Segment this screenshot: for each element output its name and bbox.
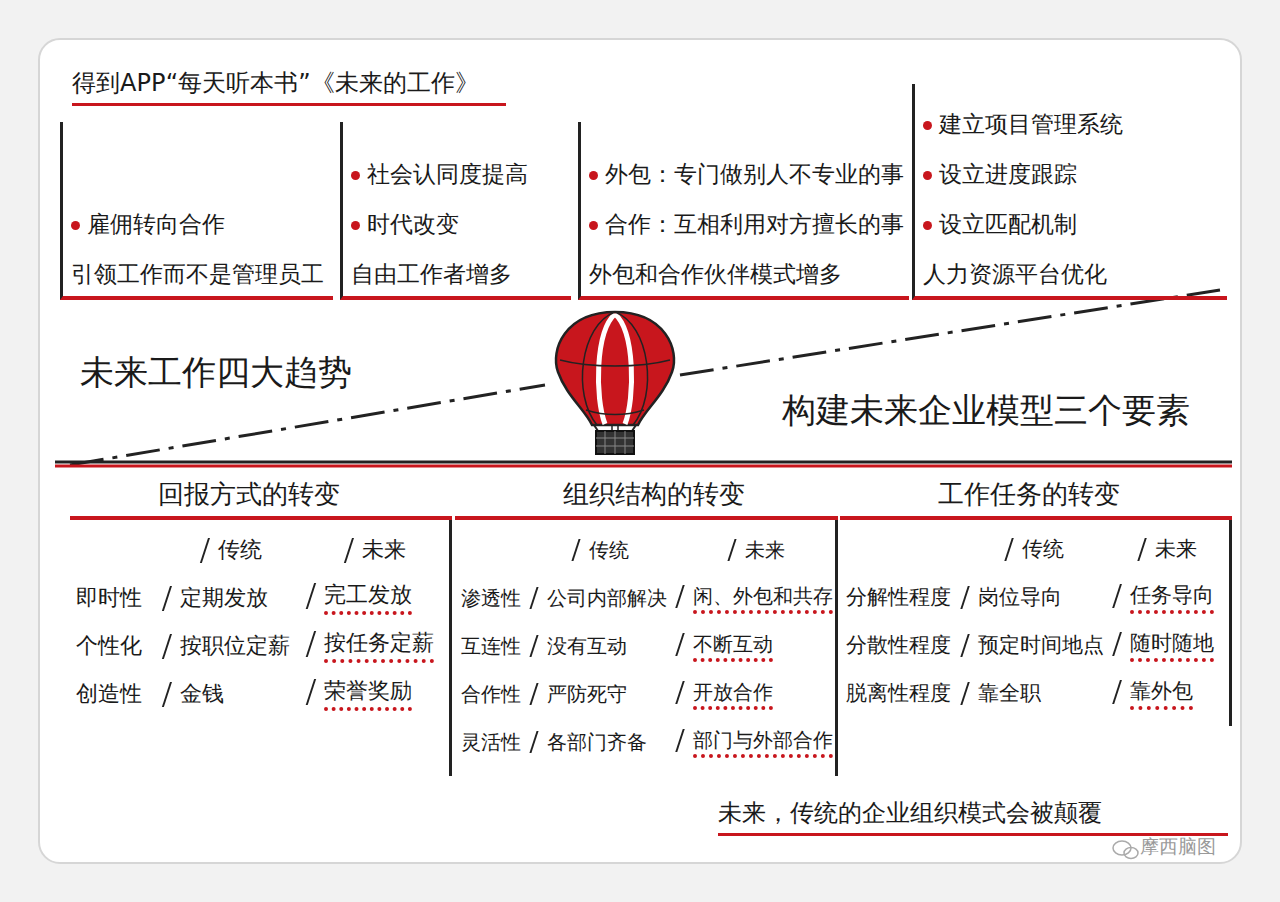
- divider-shadow: [55, 465, 1232, 468]
- bullet-point: 设立进度跟踪: [923, 160, 1223, 190]
- table-cell: 定期发放: [180, 584, 300, 613]
- table-cell: 开放合作: [693, 679, 773, 710]
- bullet-point: 社会认同度提高: [351, 160, 567, 190]
- section-label: 构建未来企业模型三个要素: [782, 388, 1190, 432]
- comparison-grid: 传统 未来即时性定期发放完工发放个性化按职位定薪按任务定薪创造性金钱荣誉奖励: [76, 526, 449, 718]
- summary-text: 人力资源平台优化: [923, 260, 1223, 290]
- section-body: 传统 未来分解性程度岗位导向任务导向分散性程度预定时间地点随时随地脱离性程度靠全职…: [840, 520, 1232, 726]
- table-cell: 按任务定薪: [324, 629, 434, 663]
- section-heading-row: 回报方式的转变: [70, 476, 452, 520]
- table-cell: 各部门齐备: [547, 729, 671, 755]
- column-header: 传统: [218, 536, 262, 565]
- section-label-box: 构建未来企业模型三个要素: [782, 388, 1190, 432]
- bullet-point: 合作：互相利用对方擅长的事: [589, 210, 905, 240]
- conclusion-note-box: 未来，传统的企业组织模式会被颠覆: [718, 798, 1228, 836]
- row-label: 个性化: [76, 632, 156, 661]
- bullet-point: 雇佣转向合作: [71, 210, 329, 240]
- watermark-icon: [1113, 841, 1138, 859]
- dash-dot-line: [680, 290, 1220, 375]
- title-text: 得到APP“每天听本书”《未来的工作》: [72, 68, 506, 99]
- row-label: 渗透性: [461, 585, 525, 611]
- table-cell: 部门与外部合作: [693, 727, 833, 758]
- column-header: 传统: [1022, 536, 1064, 563]
- table-cell: 不断互动: [693, 631, 773, 662]
- row-label: 分解性程度: [846, 584, 956, 611]
- section-label-box: 未来工作四大趋势: [80, 350, 352, 394]
- comparison-grid: 传统 未来渗透性公司内部解决闲、外包和共存互连性没有互动不断互动合作性严防死守开放…: [461, 526, 835, 766]
- bullet-point: 外包：专门做别人不专业的事: [589, 160, 905, 190]
- section-heading-row: 组织结构的转变: [455, 476, 838, 520]
- divider-line: [55, 461, 1232, 464]
- row-label: 脱离性程度: [846, 680, 956, 707]
- comparison-section: 回报方式的转变传统 未来即时性定期发放完工发放个性化按职位定薪按任务定薪创造性金钱…: [70, 476, 452, 776]
- table-cell: 岗位导向: [978, 584, 1108, 611]
- table-cell: 荣誉奖励: [324, 677, 412, 711]
- row-label: 即时性: [76, 584, 156, 613]
- section-body: 传统 未来即时性定期发放完工发放个性化按职位定薪按任务定薪创造性金钱荣誉奖励: [70, 520, 452, 776]
- section-label: 未来工作四大趋势: [80, 350, 352, 394]
- row-label: 分散性程度: [846, 632, 956, 659]
- summary-text: 引领工作而不是管理员工: [71, 260, 329, 290]
- comparison-section: 组织结构的转变传统 未来渗透性公司内部解决闲、外包和共存互连性没有互动不断互动合作…: [455, 476, 838, 776]
- column-header: 未来: [1155, 536, 1197, 563]
- bullet-point: 时代改变: [351, 210, 567, 240]
- conclusion-note: 未来，传统的企业组织模式会被颠覆: [718, 798, 1228, 829]
- table-cell: 任务导向: [1130, 582, 1214, 614]
- row-label: 灵活性: [461, 729, 525, 755]
- comparison-grid: 传统 未来分解性程度岗位导向任务导向分散性程度预定时间地点随时随地脱离性程度靠全职…: [846, 526, 1229, 718]
- table-cell: 严防死守: [547, 681, 671, 707]
- comparison-section: 工作任务的转变传统 未来分解性程度岗位导向任务导向分散性程度预定时间地点随时随地脱…: [840, 476, 1232, 726]
- balloon-illustration: [556, 312, 674, 454]
- table-cell: 没有互动: [547, 633, 671, 659]
- table-cell: 预定时间地点: [978, 632, 1108, 659]
- table-cell: 靠外包: [1130, 678, 1193, 710]
- row-label: 合作性: [461, 681, 525, 707]
- row-label: 创造性: [76, 680, 156, 709]
- dash-dot-line: [70, 385, 545, 465]
- trend-column: 外包：专门做别人不专业的事合作：互相利用对方擅长的事外包和合作伙伴模式增多: [578, 122, 909, 300]
- summary-text: 外包和合作伙伴模式增多: [589, 260, 905, 290]
- section-body: 传统 未来渗透性公司内部解决闲、外包和共存互连性没有互动不断互动合作性严防死守开放…: [455, 520, 838, 776]
- table-cell: 完工发放: [324, 581, 412, 615]
- summary-text: 自由工作者增多: [351, 260, 567, 290]
- column-header: 未来: [362, 536, 406, 565]
- watermark-box: 摩西脑图: [1140, 834, 1216, 859]
- section-heading: 回报方式的转变: [158, 478, 340, 512]
- section-heading-row: 工作任务的转变: [840, 476, 1232, 520]
- section-heading: 组织结构的转变: [563, 478, 745, 512]
- title-box: 得到APP“每天听本书”《未来的工作》: [72, 68, 506, 106]
- bullet-point: 建立项目管理系统: [923, 110, 1223, 140]
- trend-column: 雇佣转向合作引领工作而不是管理员工: [60, 122, 333, 300]
- trend-column: 建立项目管理系统设立进度跟踪设立匹配机制人力资源平台优化: [912, 84, 1227, 300]
- table-cell: 金钱: [180, 680, 300, 709]
- trend-column: 社会认同度提高时代改变自由工作者增多: [340, 122, 571, 300]
- column-header: 传统: [589, 537, 629, 563]
- table-cell: 公司内部解决: [547, 585, 671, 611]
- bullet-point: 设立匹配机制: [923, 210, 1223, 240]
- table-cell: 随时随地: [1130, 630, 1214, 662]
- row-label: 互连性: [461, 633, 525, 659]
- section-heading: 工作任务的转变: [938, 478, 1120, 512]
- column-header: 未来: [745, 537, 785, 563]
- table-cell: 闲、外包和共存: [693, 583, 833, 614]
- table-cell: 靠全职: [978, 680, 1108, 707]
- watermark: 摩西脑图: [1140, 834, 1216, 859]
- table-cell: 按职位定薪: [180, 632, 300, 661]
